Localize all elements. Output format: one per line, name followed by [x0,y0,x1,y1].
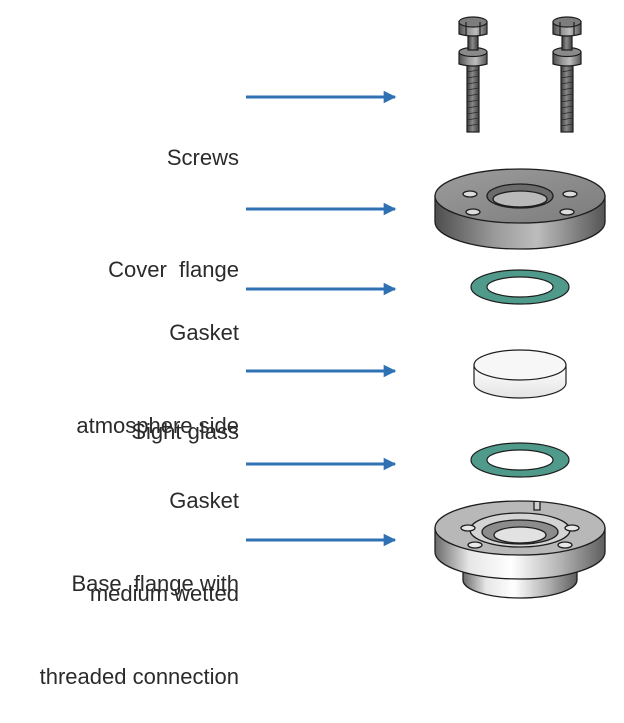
cover-flange-icon [434,168,606,250]
label-gasket-atmosphere-line-1: Gasket [169,320,239,345]
label-gasket-medium-line-2: medium wetted [89,581,239,606]
screw-left-icon [458,16,488,133]
sight-glass-icon [473,349,567,399]
label-cover-flange-line-1: Cover flange [108,257,239,282]
label-gasket-atmosphere-line-2: atmosphere side [76,413,239,438]
base-flange-icon [434,500,606,599]
label-gasket-medium: Gasket medium wetted [90,423,239,640]
label-screws-line-1: Screws [166,145,239,170]
label-base-flange-line-2: threaded connection [39,664,239,689]
gasket-medium-icon [470,442,570,478]
label-cover-flange: Cover flange [108,192,239,316]
label-gasket-medium-line-1: Gasket [169,488,239,513]
label-sight-glass-line-1: Sight glass [131,419,239,444]
label-screws: Screws [167,80,239,204]
label-base-flange-line-1: Base flange with [71,571,239,596]
label-gasket-atmosphere: Gasket atmosphere side [76,255,239,472]
exploded-assembly-diagram [246,16,606,599]
label-sight-glass: Sight glass [131,354,239,478]
gasket-atmosphere-icon [470,269,570,305]
screw-right-icon [552,16,582,133]
